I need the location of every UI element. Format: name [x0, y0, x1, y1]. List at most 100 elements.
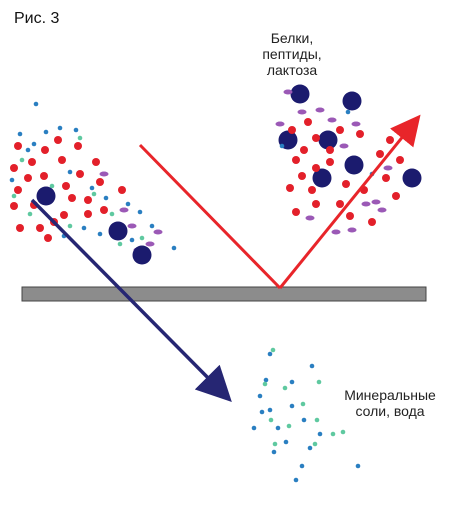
blue-particle — [57, 125, 63, 131]
red-particle — [286, 184, 294, 192]
teal-particle — [300, 401, 306, 407]
red-particle — [392, 192, 400, 200]
purple-particle — [153, 229, 163, 235]
retentate-particle-cloud — [275, 84, 422, 235]
red-particle — [76, 170, 84, 178]
red-particle — [308, 186, 316, 194]
teal-particle — [19, 157, 25, 163]
red-particle — [312, 200, 320, 208]
blue-particle — [289, 379, 295, 385]
blue-particle — [31, 141, 37, 147]
purple-particle — [331, 229, 341, 235]
incoming-flow-arrow — [138, 143, 282, 290]
red-particle — [304, 118, 312, 126]
teal-particle — [270, 347, 276, 353]
blue-particle — [149, 223, 155, 229]
red-particle — [292, 156, 300, 164]
purple-particle — [283, 89, 293, 95]
teal-particle — [67, 223, 73, 229]
red-particle — [288, 126, 296, 134]
red-particle — [92, 158, 100, 166]
protein-particle — [318, 130, 338, 150]
red-particle — [292, 208, 300, 216]
blue-particle — [25, 147, 31, 153]
blue-particle — [125, 201, 131, 207]
red-particle — [336, 126, 344, 134]
blue-particle — [251, 425, 257, 431]
red-particle — [24, 174, 32, 182]
red-particle — [10, 164, 18, 172]
blue-particle — [171, 245, 177, 251]
teal-particle — [312, 441, 318, 447]
blue-particle — [267, 407, 273, 413]
permeate-label-line-2: соли, вода — [355, 403, 425, 419]
teal-particle — [314, 417, 320, 423]
purple-particle — [119, 207, 129, 213]
reflected-flow-arrow — [278, 114, 421, 289]
red-particle — [41, 146, 49, 154]
teal-particle — [268, 417, 274, 423]
purple-particle — [327, 117, 337, 123]
feed-particle-cloud — [9, 101, 177, 265]
red-particle — [96, 178, 104, 186]
red-particle — [16, 224, 24, 232]
blue-particle — [17, 131, 23, 137]
purple-particle — [351, 121, 361, 127]
protein-particle — [108, 221, 128, 241]
blue-particle — [33, 101, 39, 107]
red-particle — [40, 172, 48, 180]
red-particle — [68, 194, 76, 202]
red-particle — [100, 206, 108, 214]
red-particle — [14, 186, 22, 194]
blue-particle — [259, 409, 265, 415]
blue-particle — [257, 393, 263, 399]
retained-fraction-label: Белки, пептиды, лактоза — [232, 30, 352, 78]
teal-particle — [109, 211, 115, 217]
blue-particle — [267, 351, 273, 357]
blue-particle — [301, 417, 307, 423]
blue-particle — [81, 225, 87, 231]
purple-particle — [377, 207, 387, 213]
red-particle — [84, 196, 92, 204]
red-particle — [382, 174, 390, 182]
teal-particle — [330, 431, 336, 437]
teal-particle — [340, 429, 346, 435]
teal-particle — [272, 441, 278, 447]
permeate-fraction-label: Минеральные соли, вода — [330, 387, 450, 419]
blue-particle — [299, 463, 305, 469]
red-particle — [326, 158, 334, 166]
purple-particle — [371, 199, 381, 205]
permeate-label-line-1: Минеральные — [344, 387, 436, 403]
teal-particle — [27, 211, 33, 217]
red-particle — [84, 210, 92, 218]
teal-particle — [139, 235, 145, 241]
teal-particle — [49, 183, 55, 189]
purple-particle — [145, 241, 155, 247]
red-particle — [44, 234, 52, 242]
red-particle — [62, 182, 70, 190]
blue-particle — [309, 363, 315, 369]
purple-particle — [339, 143, 349, 149]
retained-label-line-3: лактоза — [266, 62, 318, 78]
red-particle — [118, 186, 126, 194]
protein-particle — [312, 168, 332, 188]
red-particle — [60, 211, 68, 219]
teal-particle — [262, 381, 268, 387]
protein-particle — [402, 168, 422, 188]
teal-particle — [11, 193, 17, 199]
red-particle — [396, 156, 404, 164]
blue-particle — [263, 377, 269, 383]
blue-particle — [129, 237, 135, 243]
protein-particle — [342, 91, 362, 111]
blue-particle — [137, 209, 143, 215]
red-particle — [54, 136, 62, 144]
purple-particle — [127, 223, 137, 229]
red-particle — [14, 142, 22, 150]
red-particle — [342, 180, 350, 188]
blue-particle — [279, 143, 285, 149]
permeate-particle-cloud — [251, 347, 361, 483]
blue-particle — [89, 185, 95, 191]
red-particle — [326, 146, 334, 154]
purple-particle — [347, 227, 357, 233]
blue-particle — [271, 449, 277, 455]
